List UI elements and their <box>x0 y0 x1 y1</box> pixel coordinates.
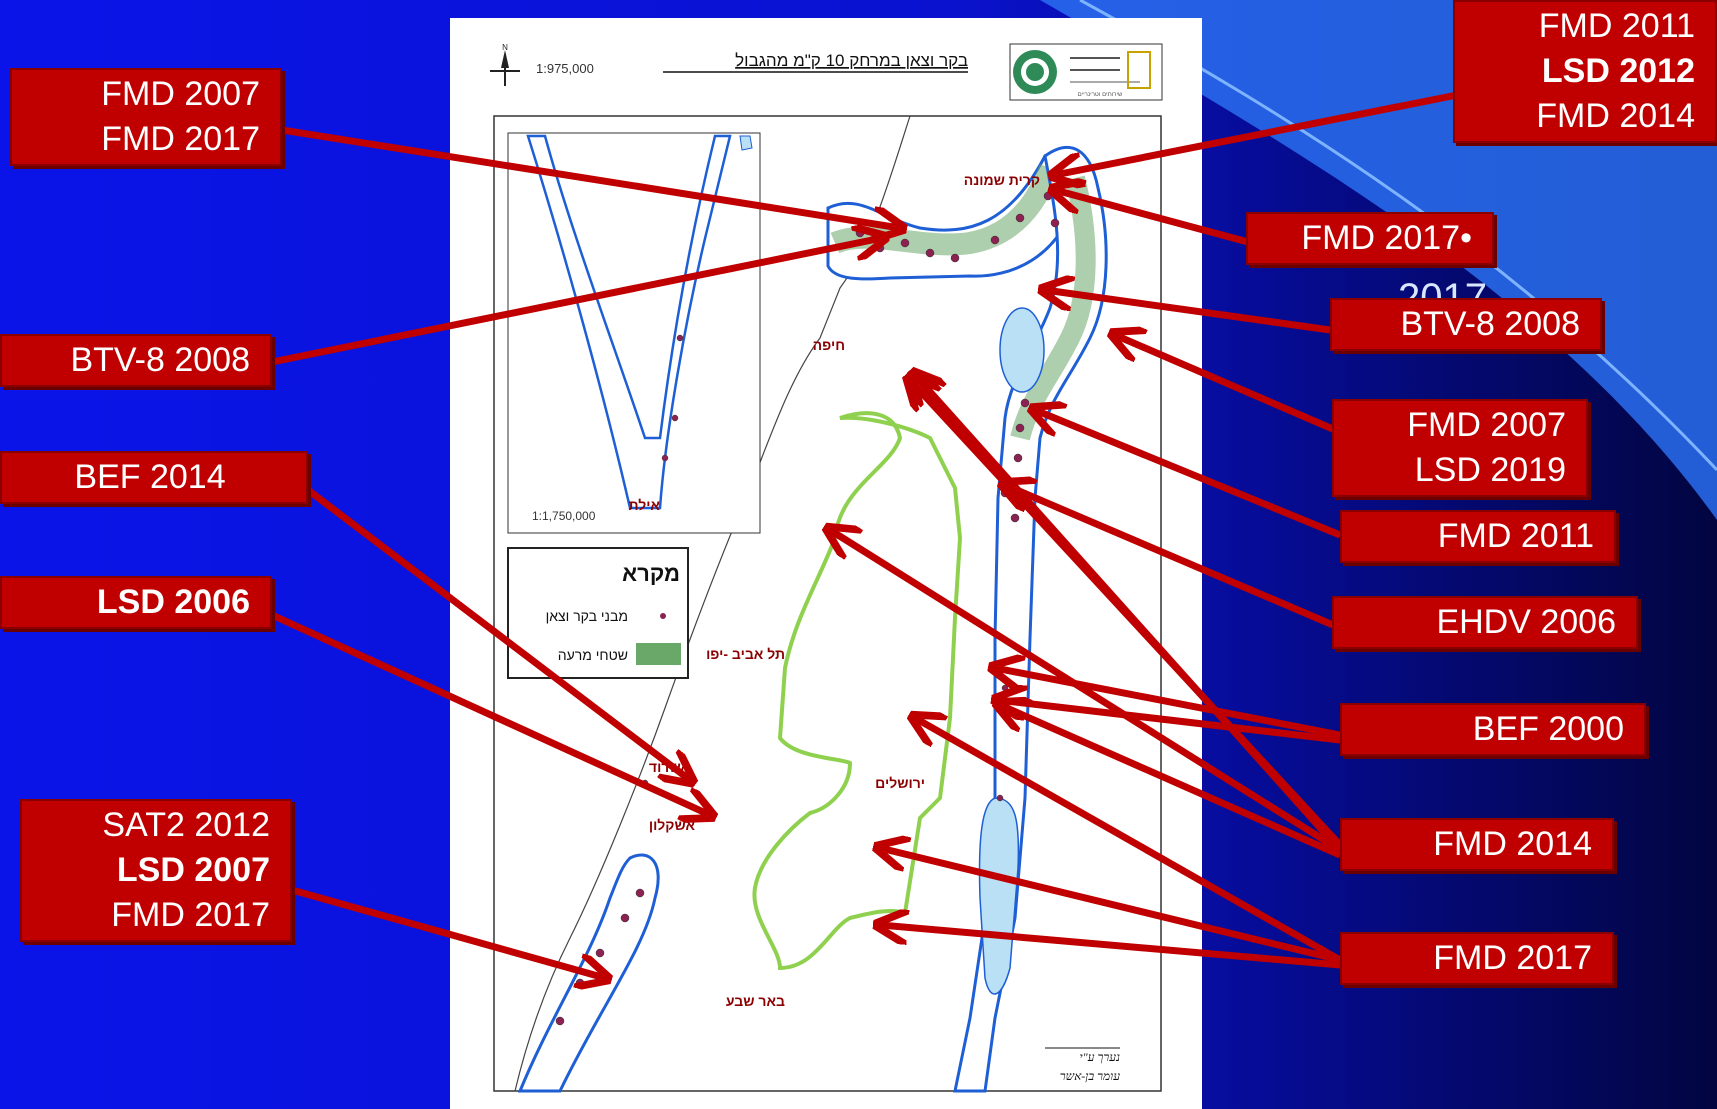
north-arrow-icon <box>490 50 520 86</box>
label-bef2014: BEF 2014 <box>0 451 308 504</box>
label-fmd2007-fmd2017-left: FMD 2007 FMD 2017 <box>10 68 282 166</box>
label-fmd2007-lsd2019: FMD 2007 LSD 2019 <box>1332 399 1588 497</box>
label-fmd2011-lsd2012-fmd2014: FMD 2011 LSD 2012 FMD 2014 <box>1453 0 1717 143</box>
israel-map: N 1:975,000 בקר וצאן במרחק 10 ק"מ מהגבול… <box>490 43 1163 1093</box>
label-line: EHDV 2006 <box>1436 603 1616 641</box>
legend-title: מקרא <box>622 561 680 586</box>
legend-item-grazing: שטחי מרעה <box>558 647 628 663</box>
label-line: SAT2 2012 <box>102 806 270 844</box>
label-fmd2011: FMD 2011 <box>1340 510 1616 563</box>
label-line: LSD 2006 <box>96 583 250 621</box>
label-sat2-2012: SAT2 2012 LSD 2007 FMD 2017 <box>20 799 292 942</box>
label-line: FMD 2007 <box>1407 406 1566 444</box>
label-line: FMD 2007 <box>101 75 260 113</box>
city-jerusalem: ירושלים <box>875 775 925 791</box>
city-ashdod: אשדוד <box>649 759 691 775</box>
label-line: BTV-8 2008 <box>1400 305 1580 343</box>
label-line: FMD 2017 <box>1433 939 1592 977</box>
label-line: FMD 2011 <box>1538 7 1695 45</box>
label-btv8-left: BTV-8 2008 <box>0 334 272 387</box>
map-panel: N 1:975,000 בקר וצאן במרחק 10 ק"מ מהגבול… <box>450 18 1202 1109</box>
label-line: FMD 2011 <box>1437 517 1594 555</box>
legend-item-livestock: מבני בקר וצאן <box>546 608 628 624</box>
label-line: FMD 2014 <box>1433 825 1592 863</box>
credit-line-1: נערך ע"י <box>1080 1050 1121 1064</box>
label-line: BTV-8 2008 <box>70 341 250 379</box>
label-line: LSD 2007 <box>116 851 270 889</box>
city-haifa: חיפה <box>813 337 845 353</box>
label-line: LSD 2012 <box>1541 52 1695 90</box>
ministry-logo: שירותים וטרינריים <box>1009 43 1163 101</box>
city-eilat: אילת <box>628 497 660 513</box>
city-tel-aviv: תל אביב -יפו <box>706 646 785 662</box>
label-line: BEF 2014 <box>74 458 226 496</box>
label-line: FMD 2017 <box>101 120 260 158</box>
city-kiryat-shmona: קרית שמונה <box>964 172 1040 188</box>
label-line: FMD 2014 <box>1536 97 1695 135</box>
label-line: FMD 2017 <box>111 896 270 934</box>
inset-scale: 1:1,750,000 <box>532 509 596 523</box>
label-line: LSD 2019 <box>1414 451 1566 489</box>
city-beer-sheva: באר שבע <box>726 993 785 1009</box>
label-lsd2006: LSD 2006 <box>0 576 272 629</box>
label-line: FMD 2017• <box>1301 219 1472 257</box>
city-ashkelon: אשקלון <box>649 817 696 833</box>
credit-line-2: עומר בן-אשר <box>1060 1069 1121 1083</box>
label-line: BEF 2000 <box>1472 710 1624 748</box>
label-fmd2017-dot: FMD 2017• <box>1246 212 1494 265</box>
map-title: בקר וצאן במרחק 10 ק"מ מהגבול <box>735 51 968 70</box>
logo-text: שירותים וטרינריים <box>1078 92 1123 98</box>
label-bef2000: BEF 2000 <box>1340 703 1646 756</box>
map-legend: מקרא מבני בקר וצאן שטחי מרעה <box>507 547 689 679</box>
main-scale: 1:975,000 <box>536 61 594 76</box>
label-fmd2017-bottom: FMD 2017 <box>1340 932 1614 985</box>
label-ehdv2006: EHDV 2006 <box>1332 596 1638 649</box>
north-label: N <box>502 43 508 52</box>
label-fmd2014: FMD 2014 <box>1340 818 1614 871</box>
label-btv8-right: BTV-8 2008 <box>1330 298 1602 351</box>
